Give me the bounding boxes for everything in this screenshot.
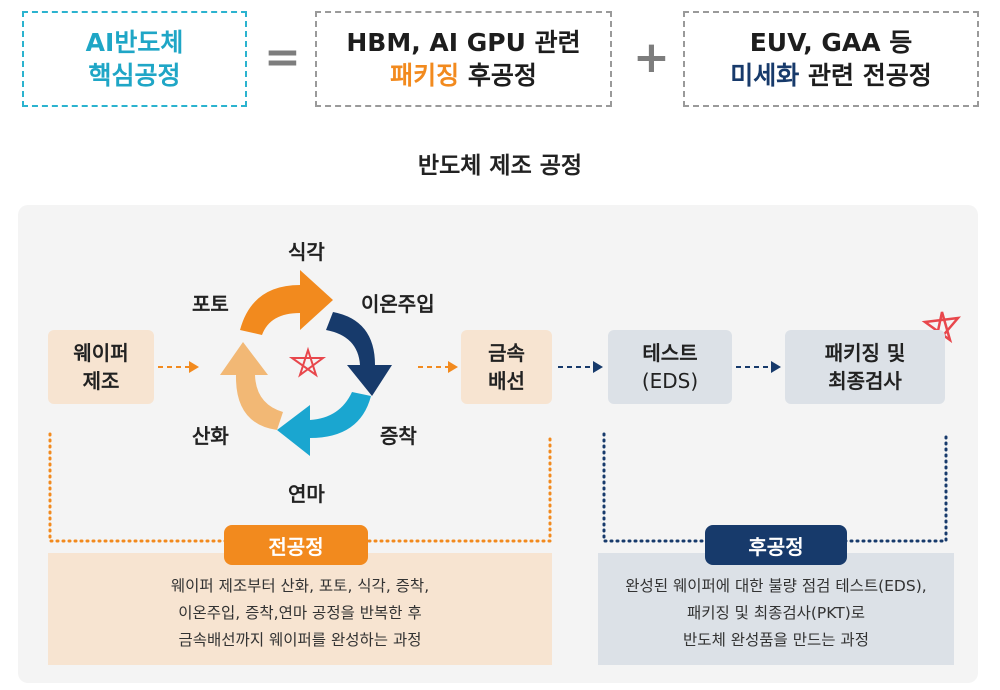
back-end-desc-line: 패키징 및 최종검사(PKT)로 <box>686 603 866 622</box>
packaging-box: HBM, AI GPU 관련 패키징 후공정 <box>315 11 612 107</box>
back-end-desc-line: 완성된 웨이퍼에 대한 불량 점검 테스트(EDS), <box>625 576 927 595</box>
core-process-box: AI반도체 핵심공정 <box>22 11 247 107</box>
frontend-box: EUV, GAA 등 미세화 관련 전공정 <box>683 11 979 107</box>
plus-sign: + <box>633 32 670 83</box>
arrow-implant <box>326 312 392 396</box>
stage-test-name: 테스트 <box>642 341 698 365</box>
star-mark-center-icon <box>288 346 327 378</box>
frontend-rest: 관련 전공정 <box>799 61 932 90</box>
frontend-highlight: 미세화 <box>730 61 800 90</box>
connector-test-package-head <box>771 361 781 373</box>
stage-test: 테스트 (EDS) <box>608 330 732 404</box>
arrow-deposition <box>277 392 371 456</box>
cycle-label-polish: 연마 <box>288 482 325 506</box>
cycle-label-implant: 이온주입 <box>361 292 435 316</box>
stage-connectors <box>158 361 781 373</box>
connector-wafer-cycle-head <box>189 361 199 373</box>
core-line1: AI반도체 <box>85 28 184 57</box>
stage-package: 패키징 및 최종검사 <box>785 330 945 404</box>
cycle-label-deposition: 증착 <box>380 424 417 448</box>
front-end-desc-line: 이온주입, 증착,연마 공정을 반복한 후 <box>178 603 422 622</box>
equals-sign: = <box>264 32 301 83</box>
front-end-desc-bg <box>48 553 552 665</box>
front-end-tag: 전공정 <box>224 525 368 565</box>
back-end-desc-bg <box>598 553 954 665</box>
connector-cycle-metal-head <box>448 361 458 373</box>
cycle-label-etch: 식각 <box>288 240 325 264</box>
back-end-desc-line: 반도체 완성품을 만드는 과정 <box>683 630 869 649</box>
front-end-desc-line: 금속배선까지 웨이퍼를 완성하는 과정 <box>178 630 422 649</box>
packaging-highlight: 패키징 <box>390 61 460 90</box>
frontend-line2: 미세화 관련 전공정 <box>730 59 931 92</box>
stage-test-sub: (EDS) <box>641 369 699 393</box>
back-end-tag: 후공정 <box>705 525 847 565</box>
frontend-line1: EUV, GAA 등 <box>749 28 913 57</box>
packaging-rest: 후공정 <box>459 61 537 90</box>
front-end-description: 웨이퍼 제조부터 산화, 포토, 식각, 증착, 이온주입, 증착,연마 공정을… <box>48 568 552 658</box>
diagram-title: 반도체 제조 공정 <box>417 153 583 179</box>
back-end-description: 완성된 웨이퍼에 대한 불량 점검 테스트(EDS), 패키징 및 최종검사(P… <box>598 568 954 658</box>
packaging-line1: HBM, AI GPU 관련 <box>346 28 581 57</box>
front-end-desc-line: 웨이퍼 제조부터 산화, 포토, 식각, 증착, <box>170 576 430 595</box>
stage-wafer: 웨이퍼 제조 <box>48 330 154 404</box>
cycle-label-oxidation: 산화 <box>192 424 229 448</box>
packaging-line2: 패키징 후공정 <box>390 59 537 92</box>
cycle-label-photo: 포토 <box>192 292 229 316</box>
arrow-oxidation <box>220 342 283 430</box>
connector-metal-test-head <box>593 361 603 373</box>
front-end-bracket <box>48 432 552 543</box>
cycle-arrows <box>220 270 392 456</box>
arrow-etch <box>240 270 333 335</box>
stage-metal: 금속 배선 <box>461 330 552 404</box>
core-line2: 핵심공정 <box>88 61 181 90</box>
